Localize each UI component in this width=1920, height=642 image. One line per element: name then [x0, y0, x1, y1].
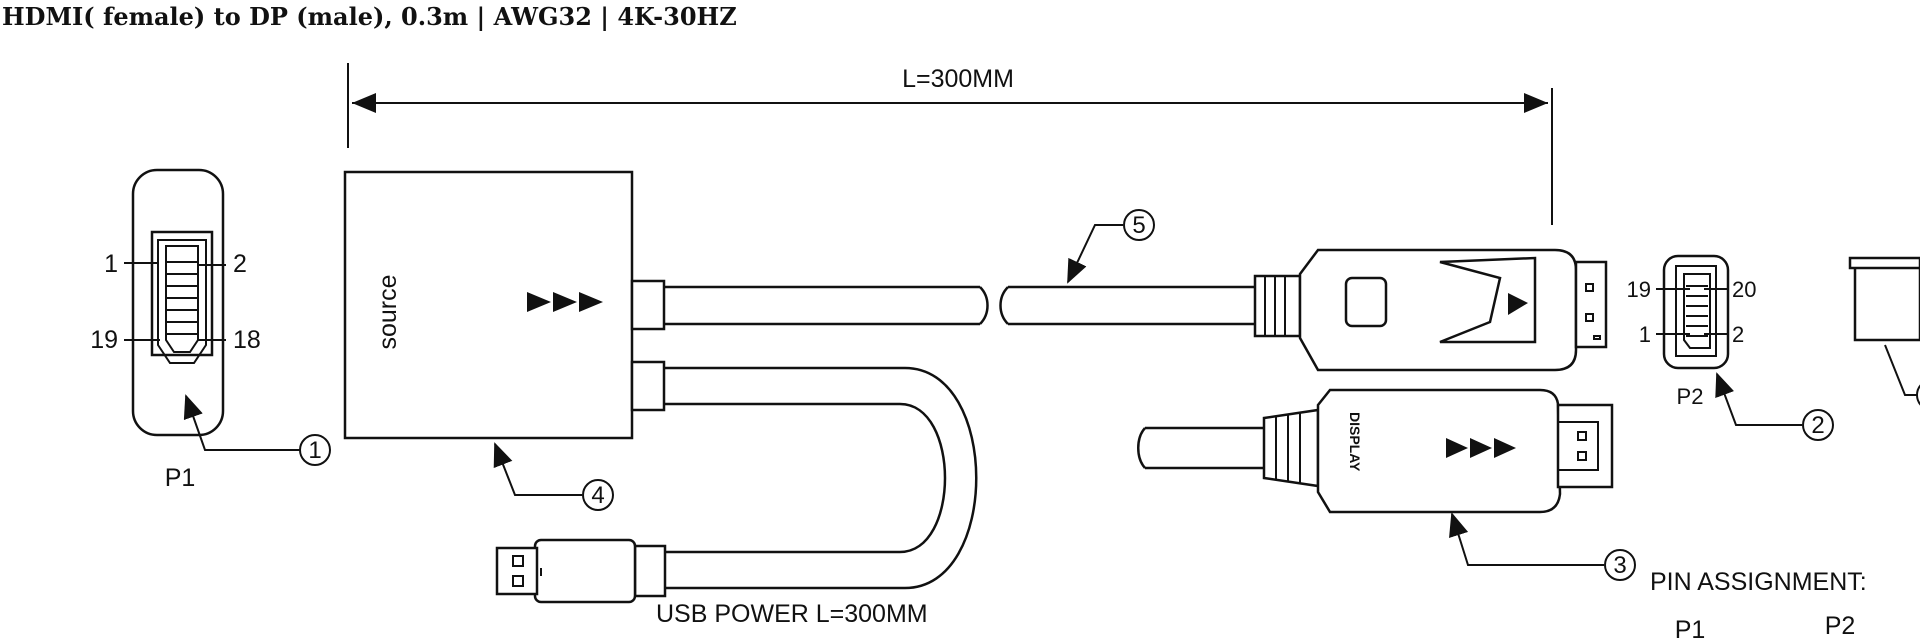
callout-5: 5: [1067, 209, 1155, 284]
dp-display-label: DISPLAY: [1347, 412, 1363, 472]
pin-assignment-heading: PIN ASSIGNMENT:: [1650, 568, 1867, 596]
p1-pin-1-label: 1: [104, 250, 118, 278]
usb-power-label: USB POWER L=300MM: [656, 600, 928, 628]
p2-dp-connector: 19 20 1 2 P2: [1627, 254, 1756, 409]
p1-pin-2-label: 2: [233, 250, 247, 278]
adapter-box: source: [343, 170, 666, 440]
drawing-title: HDMI( female) to DP (male), 0.3m | AWG32…: [2, 2, 737, 31]
p2-label: P2: [1677, 384, 1704, 409]
p2-pin-1-label: 1: [1639, 322, 1651, 347]
dp-dust-cap: [1848, 256, 1920, 406]
main-cable: [664, 285, 1260, 326]
p1-label: P1: [165, 464, 196, 492]
callout-6: [1916, 384, 1920, 406]
dp-plug-side: DISPLAY: [1137, 388, 1614, 514]
p2-pin-2-label: 2: [1732, 322, 1744, 347]
callout-1: 1: [183, 394, 331, 466]
callout-1-number: 1: [308, 437, 321, 464]
p2-pin-20-label: 20: [1732, 277, 1756, 302]
callout-4: 4: [493, 442, 614, 511]
p1-pin-19-label: 19: [90, 326, 118, 354]
adapter-source-label: source: [374, 274, 402, 349]
pin-assignment-col-p1: P1: [1675, 616, 1706, 642]
pin-assignment: PIN ASSIGNMENT: P1 P2: [1650, 568, 1867, 642]
length-dimension: L=300MM: [347, 63, 1553, 225]
p2-pin-contacts: [1686, 285, 1708, 337]
p1-hdmi-female-connector: 1 2 19 18 P1: [90, 168, 261, 492]
callout-2: 2: [1715, 372, 1834, 441]
dp-direction-arrows: [1446, 438, 1516, 458]
dp-plug-top: [1253, 248, 1608, 372]
callout-3: 3: [1449, 512, 1636, 581]
usb-power-cable: USB POWER L=300MM: [495, 366, 978, 628]
adapter-direction-arrows: [527, 292, 603, 312]
callout-3-number: 3: [1613, 552, 1626, 579]
p2-pin-19-label: 19: [1627, 277, 1651, 302]
length-label: L=300MM: [902, 65, 1014, 93]
pin-assignment-col-p2: P2: [1825, 612, 1856, 640]
callout-2-number: 2: [1811, 412, 1824, 439]
p1-pin-contacts: [166, 261, 198, 335]
p1-pin-18-label: 18: [233, 326, 261, 354]
callout-5-number: 5: [1132, 212, 1145, 239]
callout-4-number: 4: [591, 482, 604, 509]
